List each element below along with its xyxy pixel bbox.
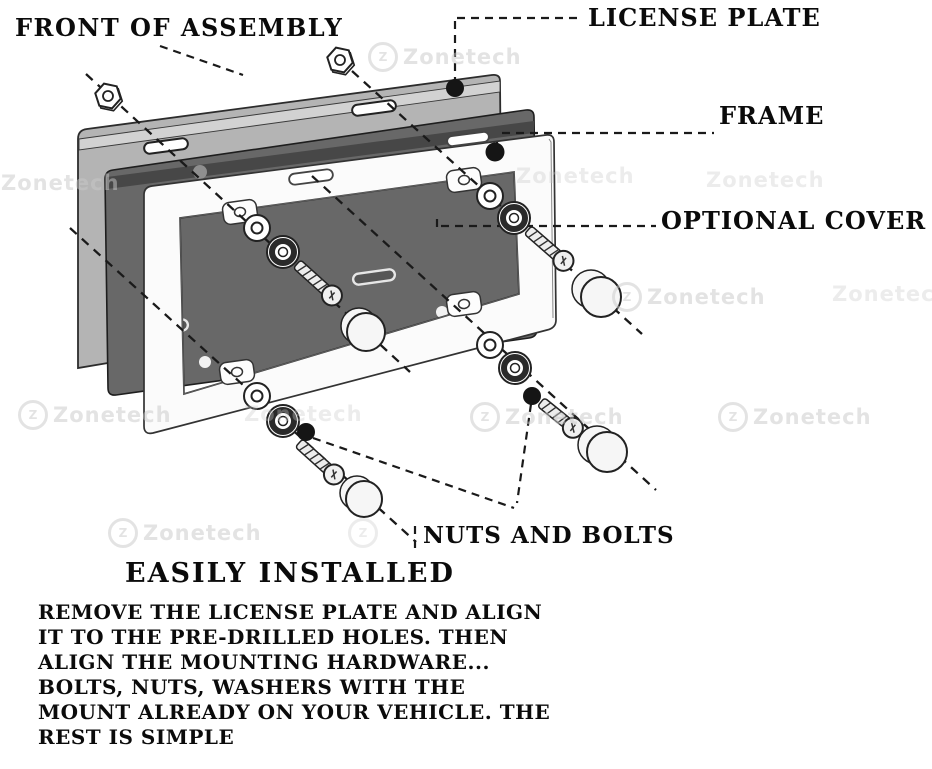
pre-drilled-hole: [199, 356, 211, 368]
frame-tab: [218, 358, 256, 386]
nuts-bolts-pointer-dot: [297, 423, 315, 441]
hex-nut: [94, 82, 124, 112]
license-plate-leader: [453, 16, 583, 85]
instruction-line: REMOVE THE LICENSE PLATE AND ALIGN: [38, 600, 543, 624]
instruction-line: REST IS SIMPLE: [38, 725, 235, 749]
label-optional-cover: OPTIONAL COVER: [661, 206, 927, 235]
assembly-drawing: [69, 16, 714, 548]
license-plate-slot: [143, 137, 189, 155]
pre-drilled-hole: [193, 165, 207, 179]
label-front-of-assembly: FRONT OF ASSEMBLY: [15, 13, 344, 42]
frame-slot: [446, 131, 490, 147]
heading-easily-installed: EASILY INSTALLED: [125, 558, 455, 589]
grommet-washer: [266, 404, 300, 438]
washer: [476, 331, 504, 359]
grommet-washer: [497, 201, 531, 235]
instruction-line: MOUNT ALREADY ON YOUR VEHICLE. THE: [38, 700, 551, 724]
screw-cap: [339, 475, 383, 518]
screw-cap: [577, 425, 628, 473]
bolt-screw: [538, 398, 584, 439]
license-plate-slot: [351, 99, 397, 117]
license-plate-top-edge: [78, 80, 501, 151]
bolt-screw: [293, 260, 343, 307]
grommet-washer: [266, 235, 300, 269]
license-plate-pointer-dot: [446, 79, 464, 97]
installation-instructions: REMOVE THE LICENSE PLATE AND ALIGN IT TO…: [38, 600, 618, 750]
screw-cap: [340, 307, 386, 352]
nuts-bolts-pointer-dot: [523, 387, 541, 405]
bolt-screw: [295, 439, 345, 486]
frame-tab: [445, 166, 483, 194]
instruction-line: ALIGN THE MOUNTING HARDWARE...: [38, 650, 490, 674]
instruction-line: IT TO THE PRE-DRILLED HOLES. THEN: [38, 625, 509, 649]
label-frame: FRAME: [719, 101, 825, 130]
washer: [243, 214, 271, 242]
bolt-screw: [524, 226, 575, 272]
pre-drilled-hole: [436, 306, 448, 318]
frame-slot: [288, 168, 334, 186]
washer: [476, 182, 504, 210]
screw-cap: [571, 269, 622, 318]
hex-nut: [326, 46, 356, 76]
label-nuts-and-bolts: NUTS AND BOLTS: [423, 522, 675, 549]
optional-cover-slot: [351, 268, 397, 286]
frame-pointer-dot: [485, 142, 505, 162]
optional-cover-leader: [435, 219, 656, 232]
washer: [243, 382, 271, 410]
label-license-plate: LICENSE PLATE: [588, 3, 821, 32]
nuts-and-bolts-leader: [312, 403, 533, 548]
frame-tab: [445, 290, 483, 318]
instruction-line: BOLTS, NUTS, WASHERS WITH THE: [38, 675, 466, 699]
front-of-assembly-leader: [159, 44, 244, 77]
grommet-washer: [498, 351, 532, 385]
